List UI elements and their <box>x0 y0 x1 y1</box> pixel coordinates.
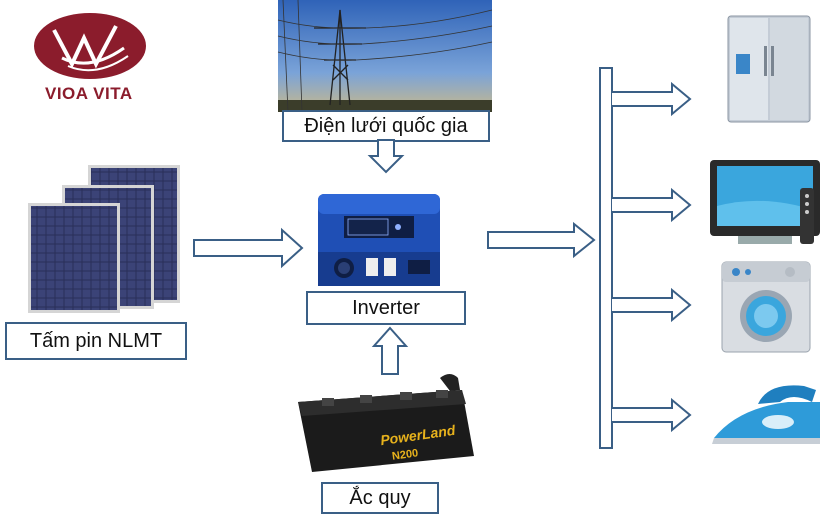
solar-label: Tấm pin NLMT <box>5 322 187 360</box>
arrow-battery-to-inverter <box>371 326 409 375</box>
battery-label: Ắc quy <box>321 482 439 514</box>
inverter-device-icon <box>318 194 440 286</box>
distribution-bus <box>599 67 692 449</box>
logo-text: VIOA VITA <box>45 84 133 103</box>
power-grid-photo <box>277 0 493 113</box>
arrow-solar-to-inverter <box>193 227 304 269</box>
arrow-grid-to-inverter <box>367 139 405 174</box>
arrow-inverter-to-loads <box>487 221 596 259</box>
solar-panels-icon <box>28 165 180 313</box>
battery-icon <box>298 374 474 472</box>
grid-label: Điện lưới quốc gia <box>282 110 490 142</box>
washing-machine-icon <box>721 261 811 353</box>
iron-icon <box>712 385 820 444</box>
refrigerator-icon <box>727 15 811 123</box>
logo-emblem-icon <box>34 13 146 79</box>
inverter-label: Inverter <box>306 291 466 325</box>
television-icon <box>710 160 820 244</box>
